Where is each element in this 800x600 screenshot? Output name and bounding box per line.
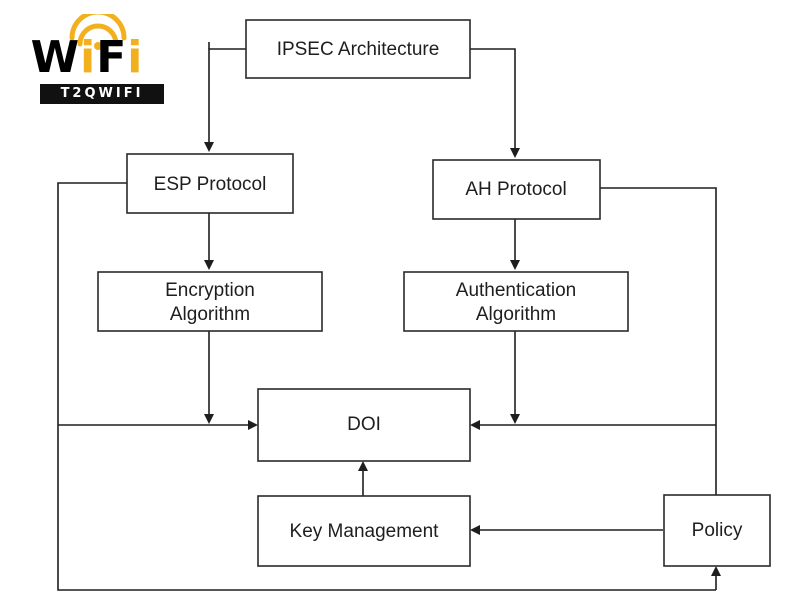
- node-box: [432, 159, 601, 220]
- logo-tagline: T2QWIFI: [40, 84, 164, 104]
- node-policy: Policy: [663, 494, 771, 567]
- node-box: [663, 494, 771, 567]
- edge-ah-outer-right: [600, 187, 717, 495]
- node-label: IPSEC Architecture: [277, 39, 440, 60]
- node-box: [257, 495, 471, 567]
- node-label: Key Management: [290, 521, 440, 542]
- node-box: [257, 388, 471, 462]
- edge-ipsec-to-esp: [204, 48, 246, 152]
- site-logo: WiFi T2QWIFI: [22, 14, 164, 104]
- wifi-signal-icon: [69, 14, 127, 50]
- node-box: [403, 271, 629, 332]
- node-label: AH Protocol: [465, 179, 566, 200]
- node-label-line2: Algorithm: [476, 304, 556, 325]
- connectors: [57, 42, 721, 591]
- node-box: [245, 19, 471, 79]
- node-authentication-algorithm: Authentication Algorithm: [403, 271, 629, 332]
- node-label-line1: Encryption: [165, 280, 255, 301]
- logo-wordmark: WiFi: [30, 32, 144, 83]
- node-ah-protocol: AH Protocol: [432, 159, 601, 220]
- node-encryption-algorithm: Encryption Algorithm: [97, 271, 323, 332]
- node-ipsec-architecture: IPSEC Architecture: [245, 19, 471, 79]
- node-esp-protocol: ESP Protocol: [126, 153, 294, 214]
- node-label-line1: Authentication: [456, 280, 576, 301]
- edge-ipsec-to-ah: [470, 48, 520, 158]
- edge-esp-outer-left: [57, 182, 716, 591]
- node-box: [97, 271, 323, 332]
- node-key-management: Key Management: [257, 495, 471, 567]
- node-label-line2: Algorithm: [170, 304, 250, 325]
- node-doi: DOI: [257, 388, 471, 462]
- node-label: DOI: [347, 414, 381, 435]
- node-box: [126, 153, 294, 214]
- node-label: Policy: [692, 520, 743, 541]
- node-label: ESP Protocol: [154, 174, 267, 195]
